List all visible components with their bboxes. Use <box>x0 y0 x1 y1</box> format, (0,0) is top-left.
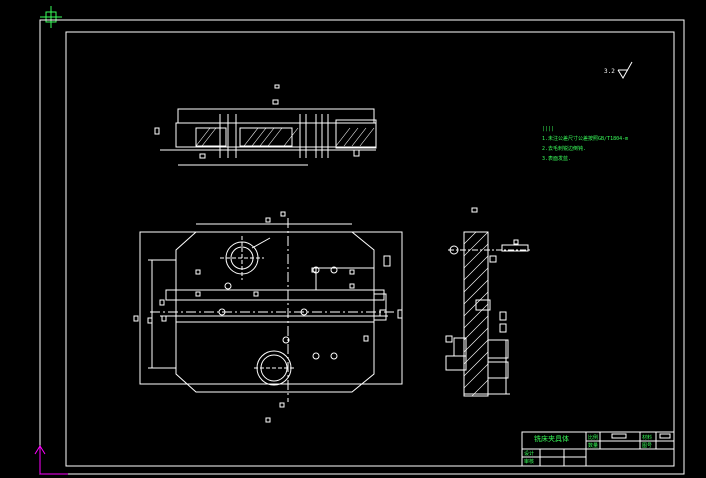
note-line-2: 2.去毛刺锐边倒钝. <box>542 146 587 152</box>
plan-view <box>133 211 403 423</box>
title-block-title: 铣床夹具体 <box>534 435 569 443</box>
surface-roughness-value: 3.2 <box>604 68 615 75</box>
ucs-crosshair-icon <box>40 6 62 28</box>
sheet-outer-border <box>39 19 685 475</box>
technical-notes: |||| 1.未注公差尺寸公差按照GB/T1804-m 2.去毛刺锐边倒钝. 3.表面… <box>542 124 628 164</box>
title-block-material-label: 材料 <box>642 435 653 441</box>
notes-heading: |||| <box>542 126 555 132</box>
note-line-3: 3.表面发蓝. <box>542 156 572 162</box>
sheet-inner-frame <box>65 31 675 467</box>
side-view <box>445 207 530 397</box>
title-block <box>521 431 675 467</box>
ucs-axis-icon <box>34 445 68 475</box>
title-block-drawing-number-label: 图号 <box>642 443 653 449</box>
title-block-reviewer-label: 审核 <box>524 459 535 465</box>
title-block-scale-label: 比例 <box>588 435 599 441</box>
title-block-quantity-label: 数量 <box>588 443 599 449</box>
title-block-designer-label: 设计 <box>524 451 535 457</box>
surface-roughness-symbol <box>617 61 633 79</box>
note-line-1: 1.未注公差尺寸公差按照GB/T1804-m <box>542 136 629 142</box>
front-section-view <box>154 84 377 166</box>
